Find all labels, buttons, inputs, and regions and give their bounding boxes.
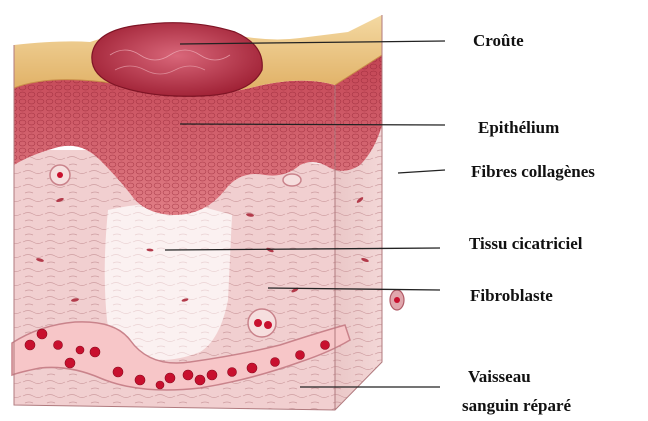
label-croute: Croûte xyxy=(473,30,524,52)
label-tissu-cicatriciel: Tissu cicatriciel xyxy=(469,233,582,255)
label-sanguin-repare: sanguin réparé xyxy=(462,395,571,417)
leader-line-fibres xyxy=(398,170,445,173)
label-vaisseau: Vaisseau xyxy=(468,366,531,388)
label-fibres-collagenes: Fibres collagènes xyxy=(471,161,595,183)
label-epithelium: Epithélium xyxy=(478,117,559,139)
crust xyxy=(92,23,262,97)
label-fibroblaste: Fibroblaste xyxy=(470,285,553,307)
